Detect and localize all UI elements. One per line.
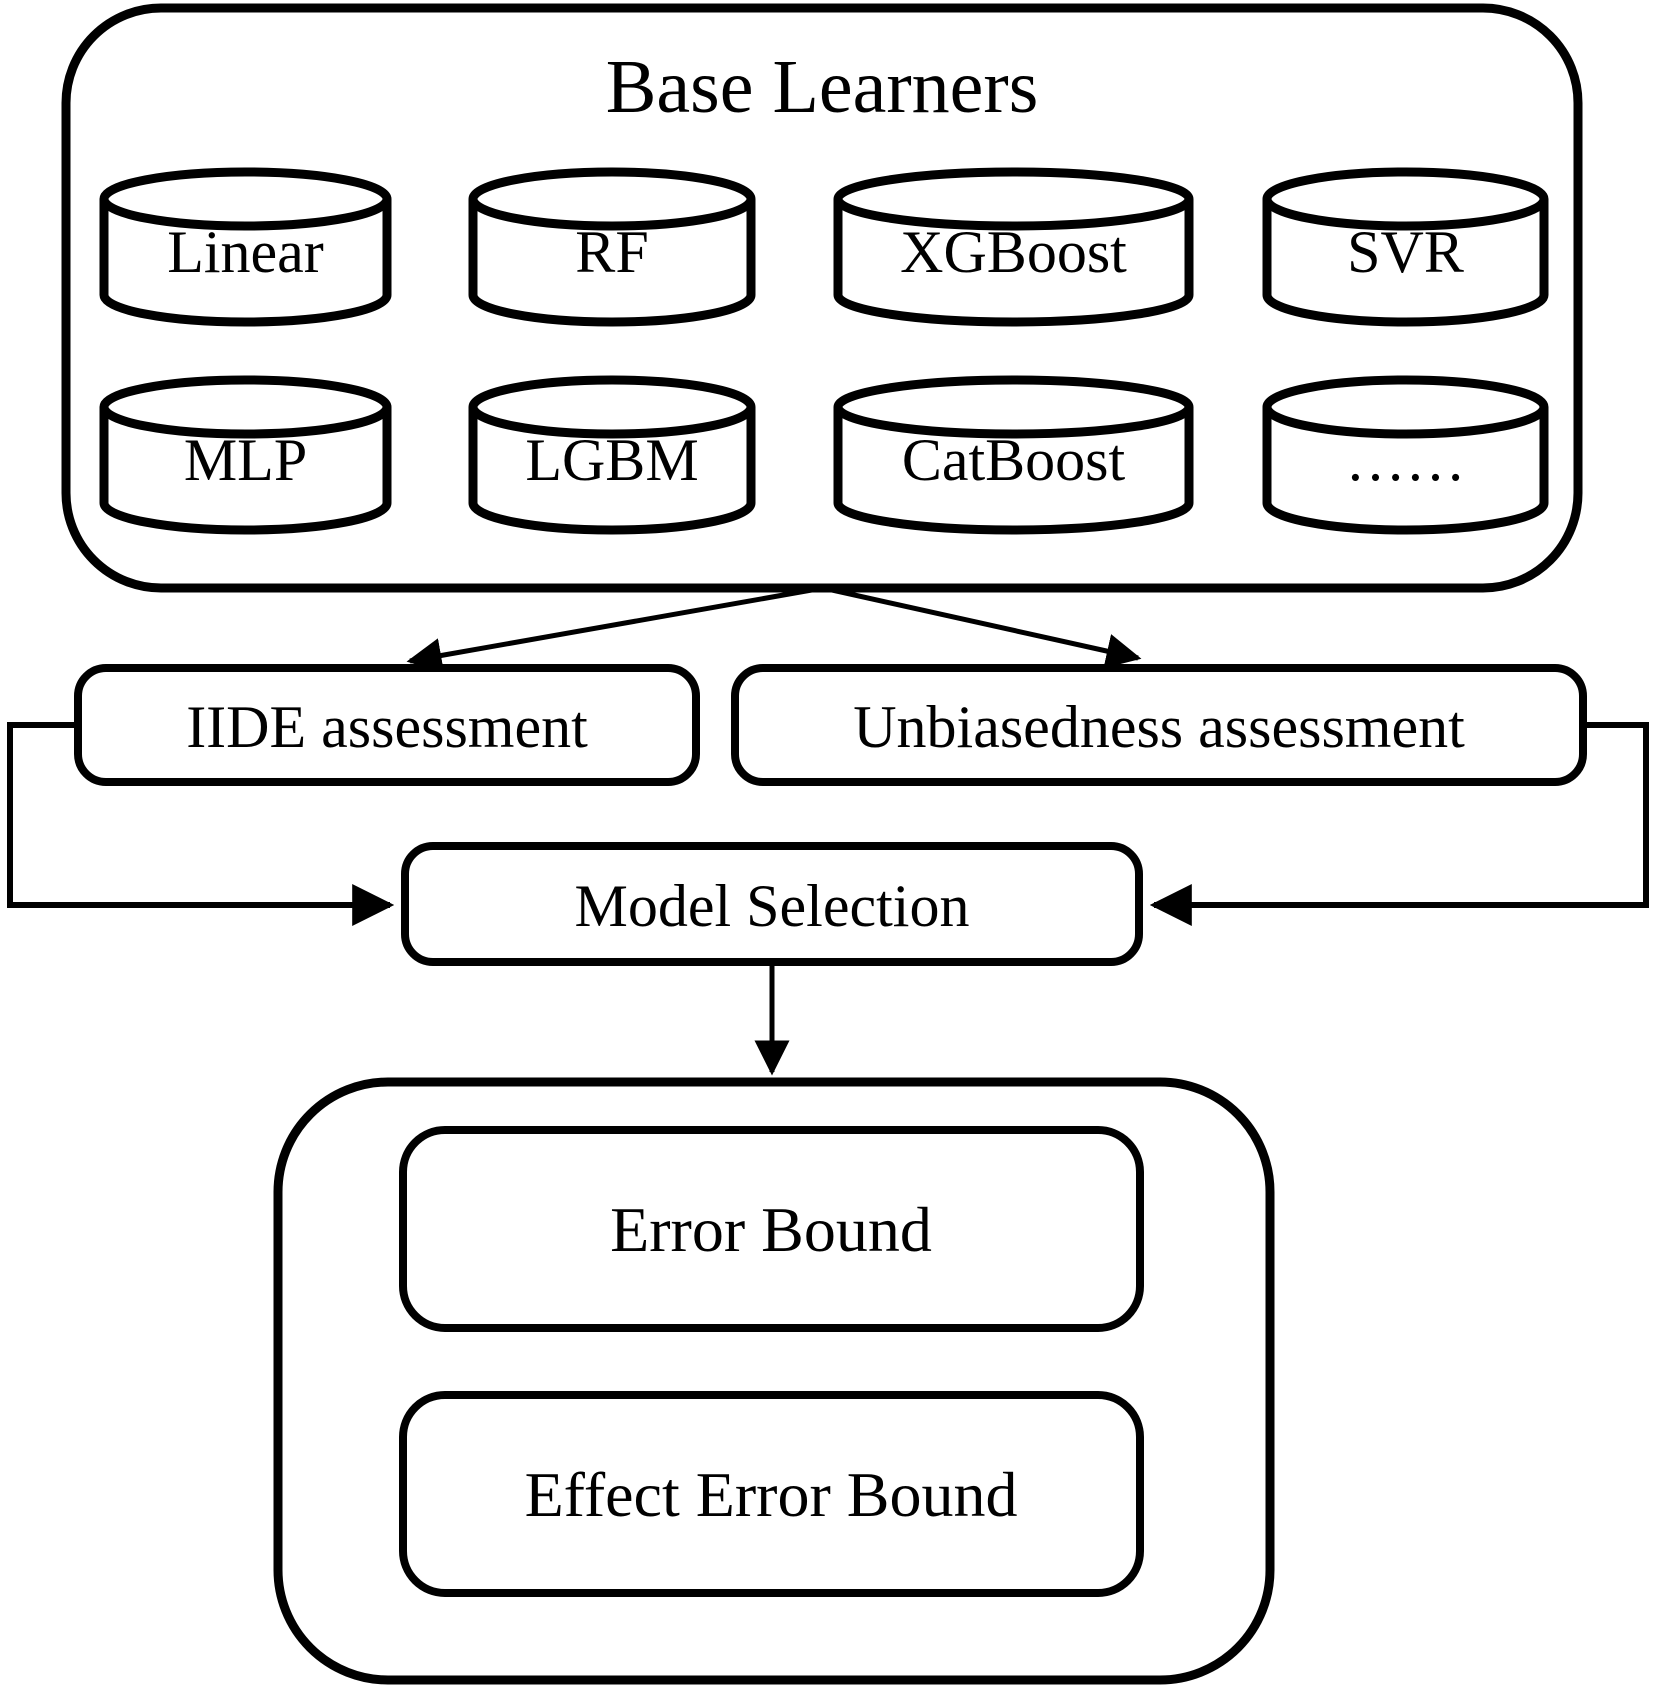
cylinder-mlp: MLP (99, 375, 392, 535)
iide-assessment-label: IIDE assessment (186, 694, 588, 760)
cylinder-body (833, 407, 1194, 535)
unbiasedness-assessment-label: Unbiasedness assessment (853, 694, 1465, 760)
base-learners-title: Base Learners (606, 45, 1039, 129)
cylinder-top (833, 375, 1194, 439)
cylinder-label: XGBoost (900, 219, 1127, 285)
cylinder-label: CatBoost (902, 427, 1126, 493)
cylinder-top (99, 167, 392, 231)
effect-error-bound-label: Effect Error Bound (525, 1459, 1018, 1530)
arrow-to-unbiasedness (822, 585, 1142, 669)
cylinder-body (833, 199, 1194, 327)
cylinder-label: …… (1346, 427, 1466, 493)
error-bound-node: Error Bound (399, 1126, 1144, 1332)
cylinder-body (468, 199, 756, 327)
error-bound-box (399, 1126, 1144, 1332)
cylinder-top (99, 375, 392, 439)
cylinder-label: Linear (167, 219, 324, 285)
effect-error-bound-node: Effect Error Bound (399, 1391, 1144, 1597)
base-learners-group: Base Learners Linear RF XGBoost SVR MLP (61, 3, 1583, 593)
model-selection-label: Model Selection (575, 873, 970, 939)
cylinder-rf: RF (468, 167, 756, 327)
cylinder-top (468, 375, 756, 439)
cylinder-label: RF (575, 219, 648, 285)
cylinder-linear: Linear (99, 167, 392, 327)
cylinder-top (1262, 167, 1549, 231)
cylinder-label: MLP (184, 427, 307, 493)
cylinder-ellipsis: …… (1262, 375, 1549, 535)
connector-unbiasedness-to-model-selection (1149, 722, 1649, 926)
cylinder-body (99, 199, 392, 327)
iide-assessment-node: IIDE assessment (74, 664, 700, 786)
cylinder-catboost: CatBoost (833, 375, 1194, 535)
cylinder-body (99, 407, 392, 535)
arrow-to-iide (406, 585, 824, 673)
effect-error-bound-box (399, 1391, 1144, 1597)
cylinder-xgboost: XGBoost (833, 167, 1194, 327)
cylinder-top (1262, 375, 1549, 439)
connector-iide-to-model-selection (7, 722, 395, 926)
error-bound-label: Error Bound (610, 1194, 932, 1265)
cylinder-top (833, 167, 1194, 231)
cylinder-body (1262, 407, 1549, 535)
model-selection-node: Model Selection (401, 842, 1143, 966)
cylinder-body (468, 407, 756, 535)
cylinder-body (1262, 199, 1549, 327)
unbiasedness-assessment-node: Unbiasedness assessment (731, 664, 1587, 786)
cylinder-svr: SVR (1262, 167, 1549, 327)
cylinder-label: SVR (1347, 219, 1464, 285)
cylinder-top (468, 167, 756, 231)
outputs-group: Error Bound Effect Error Bound (273, 1077, 1275, 1685)
cylinder-lgbm: LGBM (468, 375, 756, 535)
cylinder-label: LGBM (525, 427, 698, 493)
